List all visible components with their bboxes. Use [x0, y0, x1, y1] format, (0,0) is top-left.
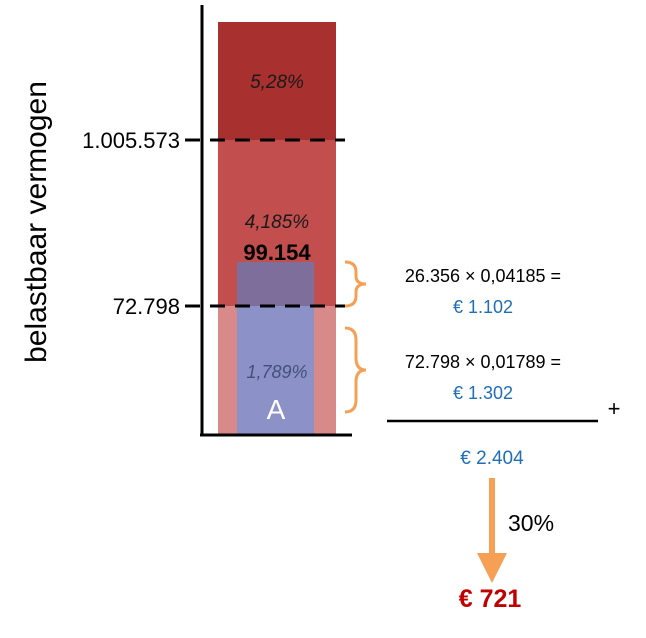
plus-sign: +: [608, 396, 621, 421]
calc-line1-result: € 1.102: [453, 297, 513, 317]
calc-line1-formula: 26.356 × 0,04185 =: [405, 266, 561, 286]
tick-label-bottom: 72.798: [113, 294, 180, 319]
rate-top-label: 5,28%: [250, 72, 304, 93]
band-top: [218, 22, 336, 140]
calc-line2-formula: 72.798 × 0,01789 =: [405, 352, 561, 372]
rate-bottom-label: 1,789%: [246, 362, 307, 382]
value-marker-label: 99.154: [243, 240, 311, 265]
bar-a-lower: [237, 306, 314, 434]
final-result: € 721: [459, 585, 522, 613]
y-axis-label: belastbaar vermogen: [20, 81, 53, 363]
bar-label: A: [267, 394, 286, 425]
tick-label-top: 1.005.573: [82, 128, 180, 153]
calc-line2-result: € 1.302: [453, 383, 513, 403]
rate-middle-label: 4,185%: [245, 212, 310, 233]
brace-upper: [344, 260, 367, 308]
percentage-label: 30%: [508, 510, 554, 536]
sum-result: € 2.404: [460, 448, 524, 469]
bar-a-upper: [237, 262, 314, 306]
brace-lower: [344, 326, 367, 414]
